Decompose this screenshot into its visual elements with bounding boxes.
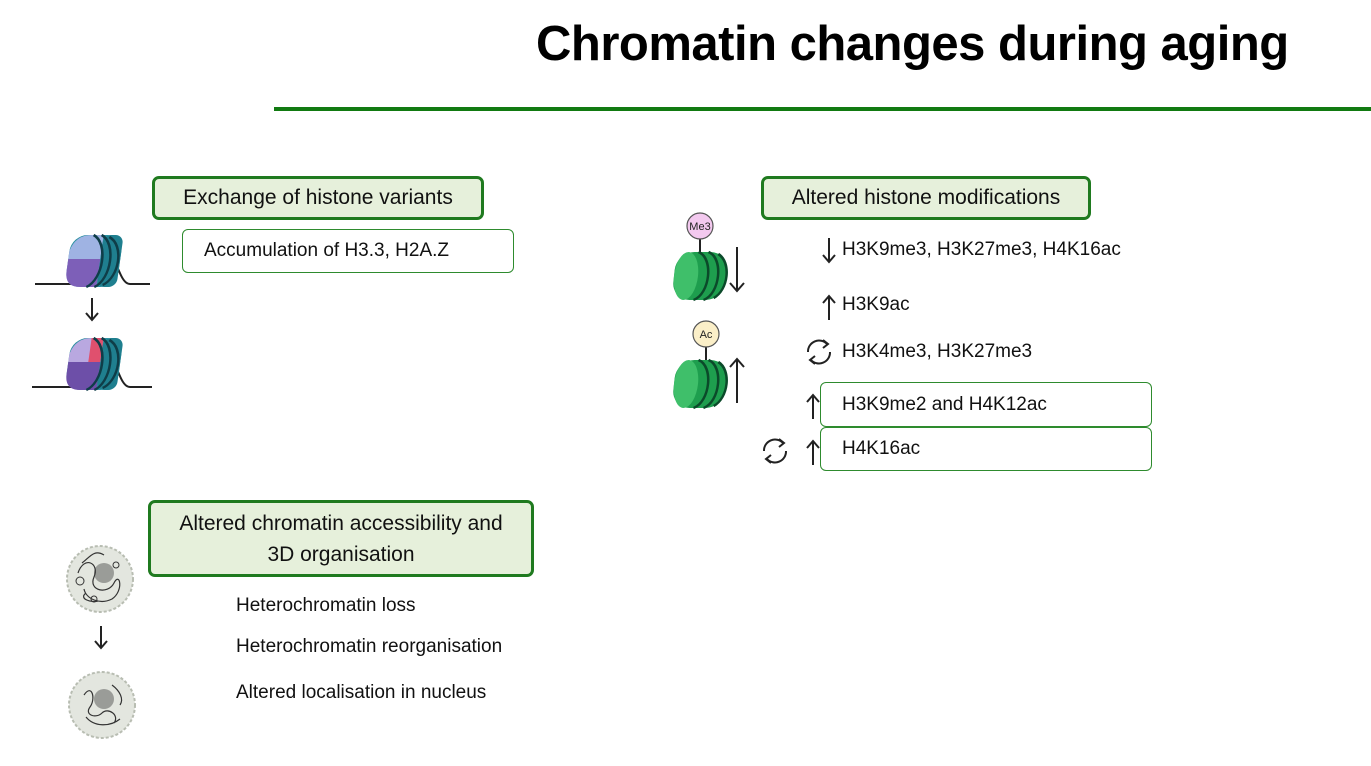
modifications-header-label: Altered histone modifications (791, 186, 1061, 209)
nucleus-aged-icon (68, 671, 136, 739)
nucleus-icon (66, 545, 134, 613)
title-underline (274, 107, 1371, 111)
accessibility-item: Altered localisation in nucleus (236, 682, 487, 703)
modification-row: H3K4me3, H3K27me3 (842, 341, 1033, 362)
histone-variants-detail-box: Accumulation of H3.3, H2A.Z (182, 229, 514, 273)
modification-row: H3K9ac (842, 294, 910, 315)
modification-row: H3K9me3, H3K27me3, H4K16ac (842, 239, 1121, 260)
arrow-down-icon (85, 298, 99, 322)
cycle-icon (762, 438, 788, 464)
accessibility-item: Heterochromatin loss (236, 595, 416, 616)
modifications-header: Altered histone modifications (761, 176, 1091, 220)
histone-variants-detail: Accumulation of H3.3, H2A.Z (204, 240, 449, 261)
arrow-up-small-icon (806, 393, 820, 419)
accessibility-header-line1: Altered chromatin accessibility and (179, 511, 503, 535)
arrow-down-icon (94, 626, 108, 650)
modification-row-box: H3K9me2 and H4K12ac (820, 382, 1152, 427)
modification-row: H4K16ac (842, 438, 921, 459)
arrow-down-icon (729, 247, 745, 293)
cycle-icon (806, 339, 832, 365)
arrow-up-icon (729, 357, 745, 403)
nucleosome-icon (35, 233, 150, 289)
histone-variants-header: Exchange of histone variants (152, 176, 484, 220)
accessibility-item: Heterochromatin reorganisation (236, 636, 503, 657)
me3-badge-label: Me3 (689, 221, 710, 233)
page-title: Chromatin changes during aging (536, 17, 1289, 71)
nucleosome-variant-icon (32, 336, 152, 392)
modification-row-box: H4K16ac (820, 427, 1152, 471)
accessibility-header-line2: 3D organisation (267, 542, 415, 566)
arrow-up-small-icon (806, 439, 820, 465)
ac-badge-label: Ac (700, 329, 713, 341)
nucleosome-me3-icon: Me3 (673, 212, 728, 302)
arrow-down-small-icon (822, 238, 836, 264)
modification-row: H3K9me2 and H4K12ac (842, 393, 1047, 415)
nucleosome-ac-icon: Ac (673, 320, 728, 410)
arrow-up-small-icon (822, 294, 836, 320)
histone-variants-header-label: Exchange of histone variants (183, 186, 453, 209)
accessibility-header: Altered chromatin accessibility and 3D o… (148, 500, 534, 577)
